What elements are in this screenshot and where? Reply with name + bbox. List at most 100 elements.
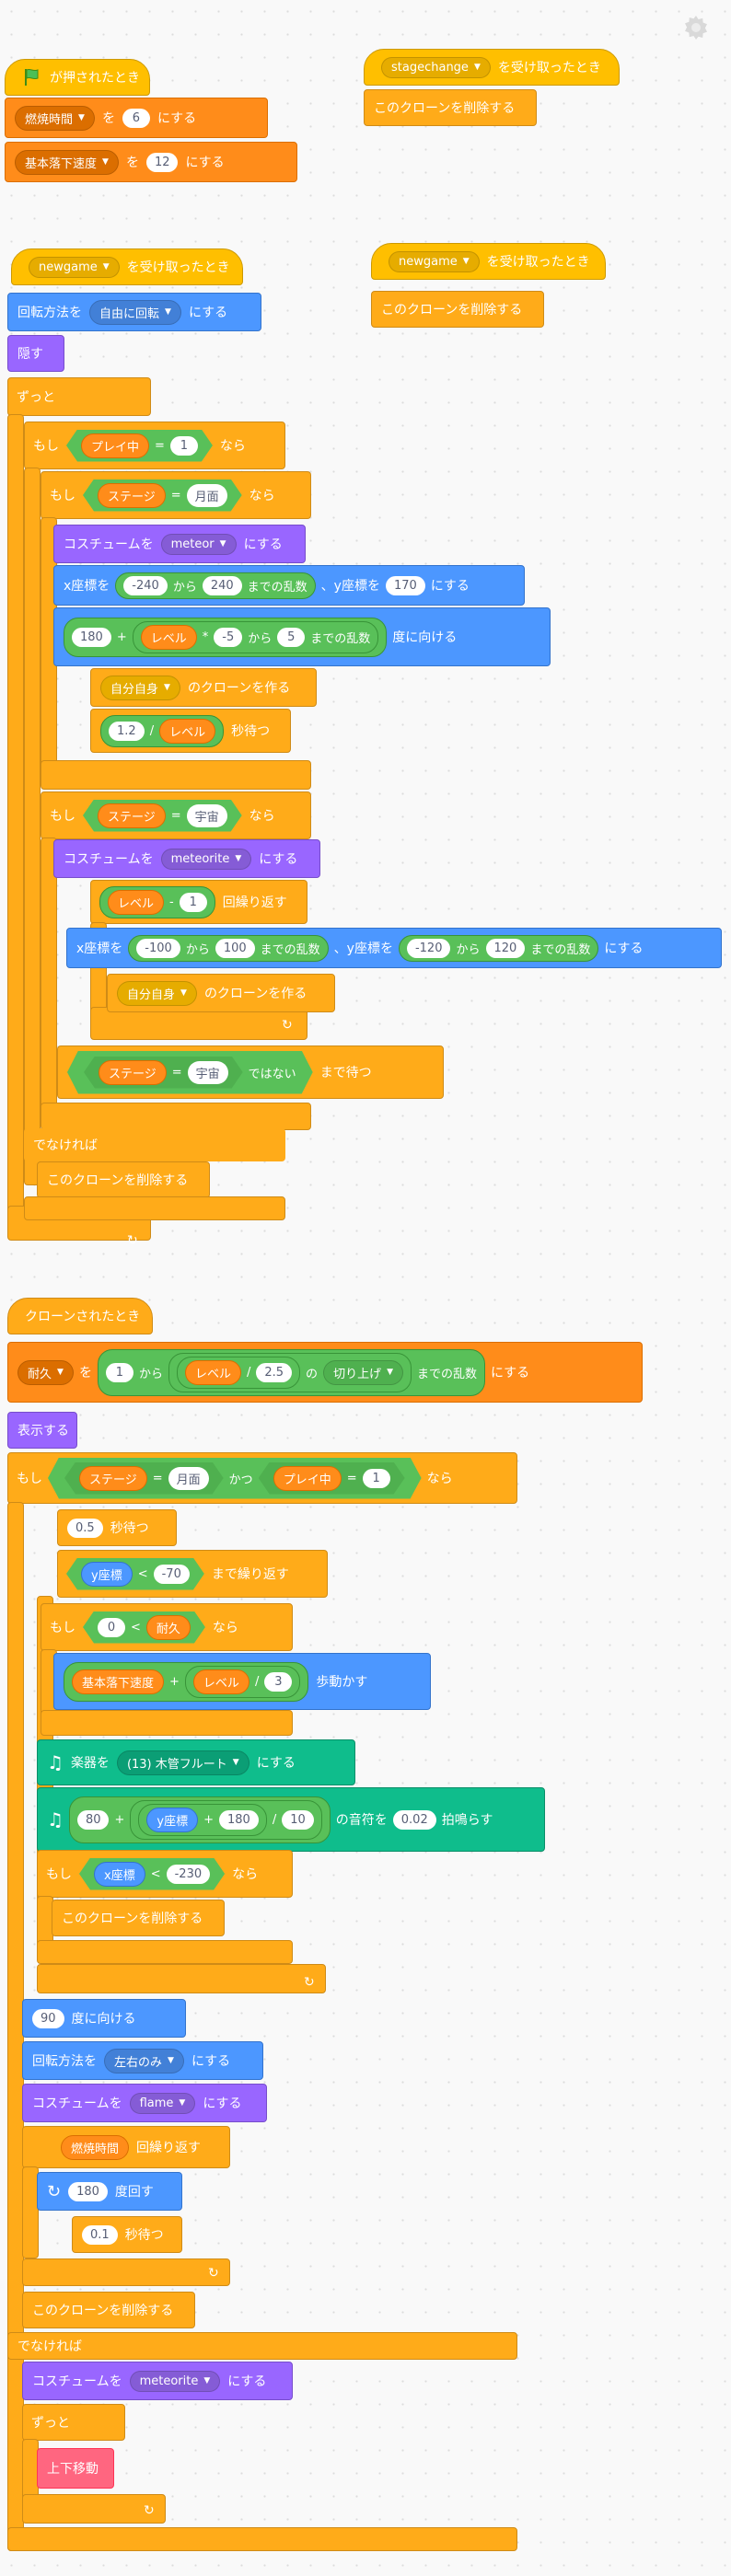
value-input[interactable]: 6: [122, 108, 150, 128]
forever-block[interactable]: [7, 377, 151, 416]
equals-operator[interactable]: ステージ = 宇宙: [83, 800, 242, 832]
variable-reporter[interactable]: レベル: [108, 889, 165, 915]
clone-target-dropdown[interactable]: 自分自身▼: [100, 675, 180, 700]
variable-reporter[interactable]: レベル: [159, 718, 216, 744]
rotation-dropdown[interactable]: 自由に回転▼: [89, 299, 181, 325]
value-input[interactable]: 5: [277, 627, 306, 647]
delete-clone-block[interactable]: このクローンを削除する: [37, 1161, 210, 1198]
divide-operator[interactable]: y座標 + 180 / 10: [130, 1799, 322, 1840]
hide-block[interactable]: 隠す: [7, 335, 64, 372]
random-operator[interactable]: -100 から 100 までの乱数: [128, 934, 329, 962]
delete-clone-block[interactable]: このクローンを削除する: [52, 1900, 225, 1936]
x-position-reporter[interactable]: x座標: [94, 1862, 145, 1887]
value-input[interactable]: 0.1: [82, 2224, 118, 2245]
value-input[interactable]: 0: [98, 1618, 125, 1637]
y-position-reporter[interactable]: y座標: [146, 1807, 199, 1832]
variable-reporter[interactable]: ステージ: [98, 803, 166, 828]
when-receive-hat[interactable]: stagechange▼ を受け取ったとき: [364, 49, 620, 86]
point-in-direction-block[interactable]: 180 + レベル * -5 から 5 までの乱数 度に向ける: [53, 607, 551, 666]
math-function-dropdown[interactable]: 切り上げ▼: [323, 1359, 403, 1385]
value-input[interactable]: 120: [485, 938, 526, 958]
value-input[interactable]: 0.02: [392, 1809, 436, 1830]
variable-reporter[interactable]: レベル: [140, 624, 197, 650]
costume-dropdown[interactable]: meteorite▼: [160, 848, 252, 870]
value-input[interactable]: 240: [202, 575, 242, 595]
not-operator[interactable]: ステージ = 宇宙 ではない: [67, 1051, 313, 1094]
equals-operator[interactable]: プレイ中 = 1: [259, 1462, 405, 1495]
and-operator[interactable]: ステージ = 月面 かつ プレイ中 = 1: [48, 1458, 422, 1499]
message-dropdown[interactable]: newgame▼: [389, 250, 480, 272]
forever-block[interactable]: [22, 2404, 125, 2441]
when-receive-hat[interactable]: newgame▼ を受け取ったとき: [11, 248, 243, 285]
message-dropdown[interactable]: stagechange▼: [381, 56, 491, 78]
value-input[interactable]: 1: [179, 892, 207, 912]
set-rotation-style-block[interactable]: 回転方法を 左右のみ▼ にする: [22, 2041, 263, 2080]
subtract-operator[interactable]: レベル - 1: [99, 885, 215, 918]
value-input[interactable]: 100: [215, 938, 255, 958]
variable-reporter[interactable]: ステージ: [79, 1466, 147, 1491]
random-operator[interactable]: -120 から 120 までの乱数: [398, 934, 599, 962]
variable-reporter[interactable]: ステージ: [99, 1060, 167, 1085]
random-operator[interactable]: -240 から 240 までの乱数: [115, 572, 316, 599]
variable-dropdown[interactable]: 燃焼時間▼: [15, 105, 95, 131]
create-clone-block[interactable]: 自分自身▼ のクローンを作る: [107, 974, 335, 1012]
y-position-reporter[interactable]: y座標: [81, 1562, 133, 1587]
add-operator[interactable]: y座標 + 180: [138, 1803, 267, 1836]
wait-block[interactable]: 0.1 秒待つ: [72, 2216, 182, 2253]
variable-reporter[interactable]: プレイ中: [81, 433, 149, 458]
go-to-xy-block[interactable]: x座標を -240 から 240 までの乱数 、y座標を 170 にする: [53, 565, 525, 606]
costume-dropdown[interactable]: meteorite▼: [129, 2370, 221, 2392]
costume-dropdown[interactable]: flame▼: [129, 2092, 196, 2114]
create-clone-block[interactable]: 自分自身▼ のクローンを作る: [90, 668, 317, 707]
value-input[interactable]: 12: [145, 152, 179, 172]
switch-costume-block[interactable]: コスチュームを meteorite▼ にする: [53, 839, 320, 878]
add-operator[interactable]: 80 + y座標 + 180 / 10: [68, 1796, 331, 1843]
variable-reporter[interactable]: 燃焼時間: [61, 2134, 130, 2160]
value-input[interactable]: 1: [363, 1469, 390, 1488]
variable-dropdown[interactable]: 基本落下速度▼: [15, 149, 119, 175]
value-input[interactable]: 宇宙: [188, 1061, 228, 1084]
when-flag-clicked-hat[interactable]: が押されたとき: [5, 59, 150, 96]
add-operator[interactable]: 180 + レベル * -5 から 5 までの乱数: [64, 617, 388, 657]
value-input[interactable]: 月面: [187, 484, 227, 507]
equals-operator[interactable]: ステージ = 宇宙: [84, 1057, 243, 1089]
turn-block[interactable]: ↻ 180 度回す: [37, 2172, 182, 2211]
value-input[interactable]: -230: [167, 1865, 211, 1884]
value-input[interactable]: -240: [123, 575, 168, 595]
clone-target-dropdown[interactable]: 自分自身▼: [117, 980, 197, 1006]
go-to-xy-block[interactable]: x座標を -100 から 100 までの乱数 、y座標を -120 から 120…: [66, 928, 722, 968]
equals-operator[interactable]: プレイ中 = 1: [66, 430, 213, 462]
variable-dropdown[interactable]: 耐久▼: [17, 1359, 74, 1385]
variable-reporter[interactable]: レベル: [192, 1669, 249, 1694]
random-operator[interactable]: 1 から レベル / 2.5 の 切り上げ▼ までの乱数: [97, 1348, 486, 1396]
equals-operator[interactable]: ステージ = 月面: [64, 1462, 224, 1495]
play-note-block[interactable]: ♫ 80 + y座標 + 180 / 10 の音符を 0.02 拍鳴らす: [37, 1787, 545, 1852]
divide-operator[interactable]: レベル / 2.5: [176, 1356, 301, 1389]
value-input[interactable]: 180: [68, 2181, 108, 2201]
value-input[interactable]: 1.2: [109, 721, 145, 741]
value-input[interactable]: 180: [72, 627, 111, 647]
value-input[interactable]: -100: [136, 938, 180, 958]
costume-dropdown[interactable]: meteor▼: [160, 533, 237, 555]
custom-updown-block[interactable]: 上下移動: [37, 2448, 114, 2489]
value-input[interactable]: 2.5: [256, 1362, 293, 1382]
rotation-dropdown[interactable]: 左右のみ▼: [104, 2048, 184, 2074]
switch-costume-block[interactable]: コスチュームを meteor▼ にする: [53, 525, 306, 563]
set-durability-block[interactable]: 耐久▼ を 1 から レベル / 2.5 の 切り上げ▼ までの乱数 にする: [7, 1342, 643, 1403]
divide-operator[interactable]: レベル / 3: [184, 1665, 301, 1698]
value-input[interactable]: 80: [76, 1809, 110, 1830]
less-than-operator[interactable]: 0 < 耐久: [83, 1611, 205, 1644]
cleanup-icon[interactable]: [682, 14, 710, 41]
variable-reporter[interactable]: 基本落下速度: [72, 1669, 165, 1694]
divide-operator[interactable]: 1.2 / レベル: [100, 714, 225, 747]
value-input[interactable]: -5: [214, 627, 243, 647]
value-input[interactable]: -70: [154, 1565, 190, 1584]
instrument-dropdown[interactable]: (13) 木管フルート▼: [116, 1750, 249, 1775]
value-input[interactable]: 0.5: [67, 1518, 103, 1538]
value-input[interactable]: 宇宙: [187, 804, 227, 827]
variable-reporter[interactable]: プレイ中: [273, 1466, 342, 1491]
ceiling-operator[interactable]: レベル / 2.5 の 切り上げ▼: [168, 1352, 412, 1392]
equals-operator[interactable]: ステージ = 月面: [83, 479, 242, 512]
delete-clone-block[interactable]: このクローンを削除する: [371, 291, 544, 328]
variable-reporter[interactable]: レベル: [184, 1359, 241, 1385]
